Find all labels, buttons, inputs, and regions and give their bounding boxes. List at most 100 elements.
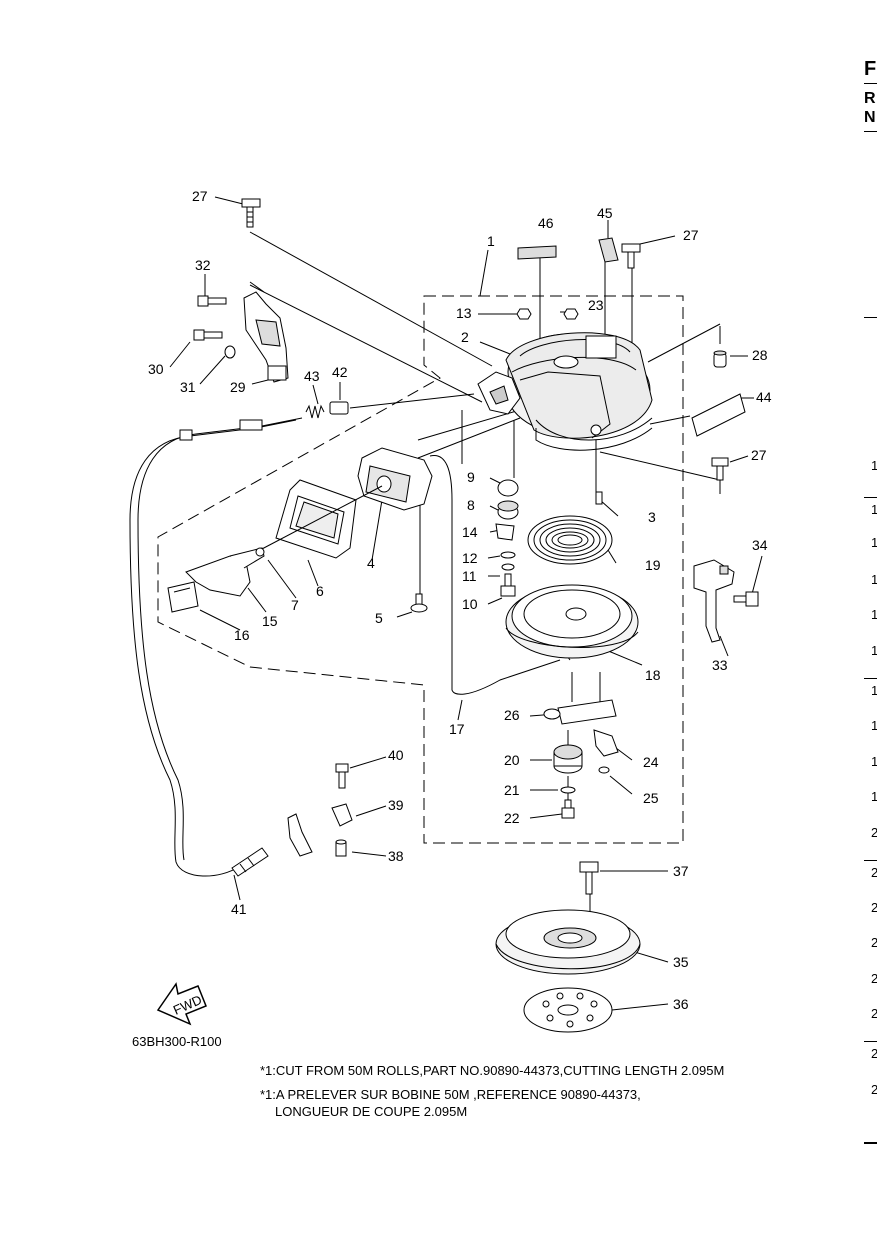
footnote-french-line2: LONGUEUR DE COUPE 2.095M [275,1104,468,1119]
assembly-box-dashed [157,295,684,844]
bolt-27-top-left [241,198,261,228]
callout-45: 45 [597,205,613,221]
grommet-8 [497,500,519,520]
callout-8: 8 [467,497,475,513]
bushing-9 [497,479,519,497]
edge-rule [864,1142,877,1144]
callout-9: 9 [467,469,475,485]
edge-number: 1 [871,502,877,517]
callout-23: 23 [588,297,604,313]
handle-holder-4 [357,447,433,511]
bolt-5 [410,593,428,613]
callout-43: 43 [304,368,320,384]
plate-36 [523,987,613,1033]
callout-37: 37 [673,863,689,879]
plate-14 [495,523,515,541]
callout-32: 32 [195,257,211,273]
bolt-34 [733,591,759,607]
callout-28: 28 [752,347,768,363]
callout-40: 40 [388,747,404,763]
pawl-plate-26 [543,699,617,725]
bracket-fixture [287,813,313,857]
callout-10: 10 [462,596,478,612]
callouts: 27 1 46 45 27 32 13 23 2 28 30 43 42 31 … [148,188,772,1012]
callout-36: 36 [673,996,689,1012]
edge-rule [864,497,877,498]
footnote-french-line1: *1:A PRELEVER SUR BOBINE 50M ,REFERENCE … [260,1087,641,1102]
edge-number: 2 [871,825,877,840]
callout-13: 13 [456,305,472,321]
collar-42 [329,401,349,415]
callout-41: 41 [231,901,247,917]
bolt-37 [579,861,599,895]
edge-header-letter: F [864,58,877,80]
nut-13 [516,308,532,320]
callout-44: 44 [756,389,772,405]
edge-number: 1 [871,572,877,587]
edge-number: 1 [871,683,877,698]
callout-42: 42 [332,364,348,380]
cap-28 [713,350,727,368]
callout-35: 35 [673,954,689,970]
edge-number: 2 [871,1082,877,1097]
cable-adjuster-41 [231,847,269,877]
cable-17 [429,454,561,695]
bolt-30 [193,329,223,341]
callout-30: 30 [148,361,164,377]
edge-number: 2 [871,971,877,986]
nut-23 [563,308,579,320]
edge-number: 2 [871,1006,877,1021]
callout-18: 18 [645,667,661,683]
callout-46: 46 [538,215,554,231]
bolt-22 [561,799,575,819]
handle-cap-16 [167,581,199,613]
edge-number: 1 [871,643,877,658]
edge-number: 2 [871,900,877,915]
callout-14: 14 [462,524,478,540]
bracket-33 [693,559,735,643]
bolt-10 [500,573,516,597]
washer-12 [500,551,516,559]
callout-4: 4 [367,555,375,571]
callout-2: 2 [461,329,469,345]
edge-rule [864,83,877,84]
callout-26: 26 [504,707,520,723]
callout-31: 31 [180,379,196,395]
lock-lever-2 [477,371,521,415]
clamp-39 [331,803,353,827]
callout-27: 27 [751,447,767,463]
bolt-27-top-right [621,243,641,269]
callout-34: 34 [752,537,768,553]
callout-21: 21 [504,782,520,798]
cable-top [129,419,297,877]
callout-15: 15 [262,613,278,629]
edge-number: 1 [871,754,877,769]
washer-11 [501,563,515,571]
callout-39: 39 [388,797,404,813]
washer-31 [224,345,236,359]
callout-12: 12 [462,550,478,566]
callout-29: 29 [230,379,246,395]
bracket-29 [243,291,289,383]
callout-11: 11 [462,568,477,584]
callout-27: 27 [192,188,208,204]
edge-rule [864,317,877,318]
callout-27: 27 [683,227,699,243]
callout-19: 19 [645,557,661,573]
cable-end-fitting [239,419,263,431]
callout-16: 16 [234,627,250,643]
spiral-spring-19 [527,515,613,565]
edge-header-letter: R [864,90,876,107]
bolt-32 [197,295,227,307]
starter-handle-15 [185,547,265,597]
edge-number: 1 [871,789,877,804]
callout-3: 3 [648,509,656,525]
callout-33: 33 [712,657,728,673]
footnote-english: *1:CUT FROM 50M ROLLS,PART NO.90890-4437… [260,1063,725,1078]
spring-43 [305,404,325,419]
fwd-arrow-icon [156,982,207,1026]
edge-number: 1 [871,535,877,550]
callout-7: 7 [291,597,299,613]
pin-3 [595,491,603,505]
